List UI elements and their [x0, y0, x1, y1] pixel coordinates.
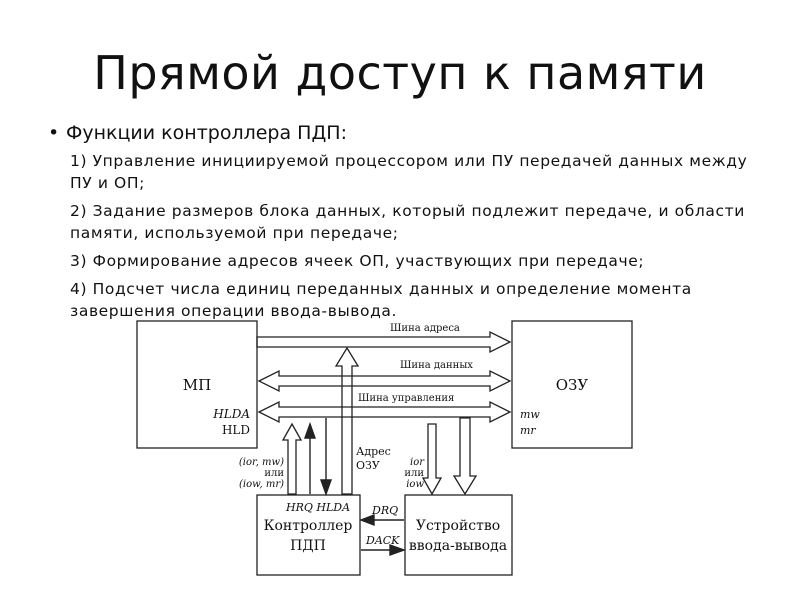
ior-label: ior	[410, 457, 425, 468]
drq-label: DRQ	[371, 504, 398, 517]
iow-mr-label: (iow, mr)	[239, 479, 284, 490]
ior-iow-arrow	[421, 423, 443, 496]
or-label-1: или	[264, 468, 284, 479]
device-label-2: ввода-вывода	[409, 538, 507, 554]
function-item-4: 4) Подсчет числа единиц переданных данны…	[70, 280, 692, 320]
mp-block	[136, 320, 258, 449]
hlda-arrowhead	[320, 479, 332, 497]
bullet-heading: • Функции контроллера ПДП:	[48, 122, 347, 144]
mp-label: МП	[183, 376, 211, 394]
data-bus-arrow	[257, 369, 512, 393]
device-data-arrow	[452, 417, 478, 496]
address-label-2: ОЗУ	[356, 459, 380, 472]
hrq-arrowhead	[304, 421, 316, 439]
address-ozu-arrow	[334, 346, 360, 495]
mr-label: mr	[520, 424, 536, 437]
controller-label-2: ПДП	[290, 538, 326, 554]
drq-arrowhead	[359, 513, 375, 527]
function-list: 1) Управление инициируемой процессором и…	[70, 150, 760, 328]
dack-arrowhead	[389, 544, 407, 556]
hrq-hlda-label: HRQ HLDA	[285, 501, 350, 514]
bus-control-label: Шина управления	[358, 393, 454, 404]
iow-label: iow	[406, 479, 424, 490]
bus-address-label: Шина адреса	[390, 323, 460, 334]
hld-label: HLD	[222, 423, 250, 437]
address-bus-arrow	[256, 330, 512, 354]
address-label-1: Адрес	[356, 445, 391, 458]
hlda-label: HLDA	[212, 407, 250, 421]
control-bus-arrow	[257, 400, 512, 424]
function-item-2: 2) Задание размеров блока данных, которы…	[70, 202, 745, 242]
slide-title: Прямой доступ к памяти	[93, 46, 707, 100]
controller-block	[256, 494, 361, 576]
ior-mw-arrow	[281, 422, 303, 495]
bullet-text: Функции контроллера ПДП:	[66, 122, 347, 144]
bullet-dot-icon: •	[48, 122, 60, 144]
function-item-1: 1) Управление инициируемой процессором и…	[70, 152, 748, 192]
device-label-1: Устройство	[416, 518, 500, 534]
bus-data-label: Шина данных	[400, 360, 473, 371]
mw-label: mw	[520, 408, 540, 421]
controller-label-1: Контроллер	[264, 518, 353, 534]
dack-label: DACK	[365, 534, 400, 547]
device-block	[404, 494, 513, 576]
dma-diagram: МП ОЗУ Контроллер ПДП Устройство ввода-в…	[136, 320, 633, 576]
ozu-block	[511, 320, 633, 449]
or-label-2: или	[404, 468, 424, 479]
ozu-label: ОЗУ	[556, 376, 589, 394]
ior-mw-label: (ior, mw)	[239, 457, 284, 468]
function-item-3: 3) Формирование адресов ячеек ОП, участв…	[70, 252, 645, 270]
